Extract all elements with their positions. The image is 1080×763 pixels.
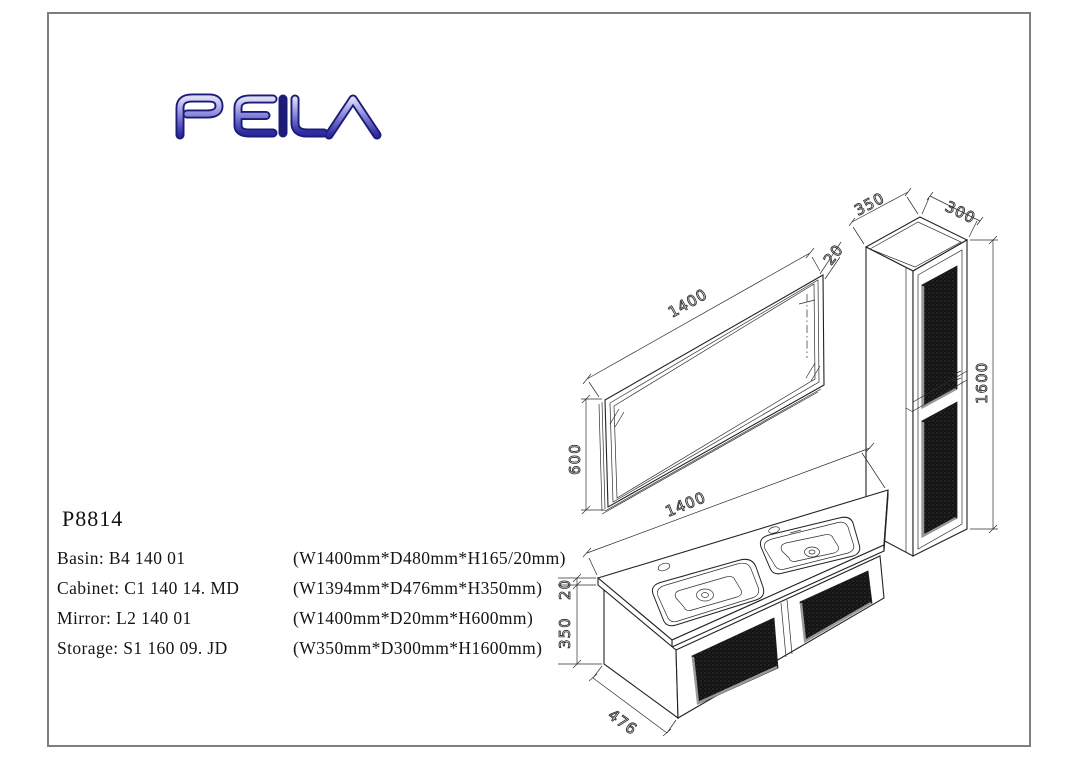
vanity-height-dimension: 20 350: [556, 573, 602, 669]
drain-icon: [696, 588, 714, 602]
spec-label: Storage: S1 160 09. JD: [57, 638, 228, 658]
mirror-height-dimension: 600: [566, 394, 605, 515]
spec-label: Basin: B4 140 01: [57, 548, 186, 568]
spec-label: Cabinet: C1 140 14. MD: [57, 578, 240, 598]
vanity-drawing: 1400 20 350 476: [556, 442, 889, 739]
drain-icon: [804, 546, 820, 558]
storage-cabinet-drawing: 350 300 1600: [848, 187, 998, 557]
storage-lower-door-panel: [921, 401, 958, 538]
spec-size: (W350mm*D300mm*H1600mm): [293, 638, 543, 658]
dim-vanity-depth: 476: [605, 706, 641, 739]
spec-row-storage: Storage: S1 160 09. JD (W350mm*D300mm*H1…: [57, 638, 587, 668]
mirror-thickness-dimension: 20: [820, 240, 848, 280]
model-number: P8814: [62, 506, 124, 531]
spec-row-basin: Basin: B4 140 01 (W1400mm*D480mm*H165/20…: [57, 548, 587, 578]
peila-logo: PEILA: [175, 93, 382, 140]
dim-storage-height: 1600: [973, 362, 991, 404]
overflow-slot: [680, 572, 694, 578]
dim-storage-width: 350: [851, 189, 887, 220]
dim-vanity-width: 1400: [663, 488, 709, 520]
spec-label: Mirror: L2 140 01: [57, 608, 192, 628]
storage-height-dimension: 1600: [970, 235, 998, 534]
mirror-drawing: 1400 20 600: [566, 240, 848, 515]
overflow-slot: [789, 529, 802, 534]
page-border: [47, 12, 1031, 747]
spec-size: (W1400mm*D480mm*H165/20mm): [293, 548, 566, 568]
basin-left: [651, 558, 765, 627]
faucet-hole-icon: [768, 526, 780, 534]
glass-hatch-icon: [609, 362, 821, 428]
faucet-hole-icon: [657, 562, 671, 572]
mirror-frame: [604, 274, 825, 508]
spec-size: (W1400mm*D20mm*H600mm): [293, 608, 534, 628]
mirror-glass: [613, 283, 816, 499]
dim-mirror-height: 600: [566, 443, 584, 475]
dim-storage-depth: 300: [942, 197, 978, 227]
mirror-centerline: [798, 294, 816, 358]
spec-row-cabinet: Cabinet: C1 140 14. MD (W1394mm*D476mm*H…: [57, 578, 587, 608]
spec-row-mirror: Mirror: L2 140 01 (W1400mm*D20mm*H600mm): [57, 608, 587, 638]
dim-vanity-counter-thickness: 20: [556, 579, 574, 600]
spec-list: Basin: B4 140 01 (W1400mm*D480mm*H165/20…: [57, 548, 587, 668]
basin-right: [759, 516, 861, 575]
dim-mirror-thickness: 20: [820, 241, 847, 269]
spec-size: (W1394mm*D476mm*H350mm): [293, 578, 543, 598]
dim-mirror-width: 1400: [665, 285, 711, 321]
dim-vanity-height: 350: [556, 617, 574, 649]
logo-letters: [177, 95, 380, 138]
